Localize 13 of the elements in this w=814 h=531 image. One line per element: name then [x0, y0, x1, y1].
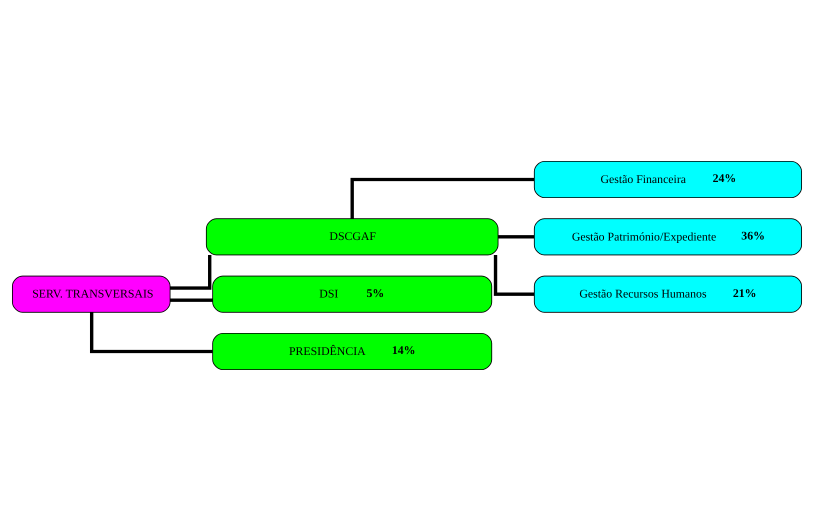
node-box: PRESIDÊNCIA 14%	[212, 332, 492, 370]
node-box: Gestão Financeira 24%	[534, 160, 802, 198]
connector	[498, 235, 534, 239]
connector	[170, 255, 212, 290]
connector	[170, 298, 213, 302]
node-box: Gestão Património/Expediente 36%	[534, 218, 802, 256]
connector	[90, 312, 212, 354]
node-box: SERV. TRANSVERSAIS	[12, 276, 170, 313]
node-box: DSI 5%	[212, 276, 492, 313]
connector	[494, 254, 534, 296]
node-box: Gestão Recursos Humanos 21%	[534, 276, 802, 313]
connector	[350, 178, 534, 219]
node-box: DSCGAF	[206, 218, 498, 256]
